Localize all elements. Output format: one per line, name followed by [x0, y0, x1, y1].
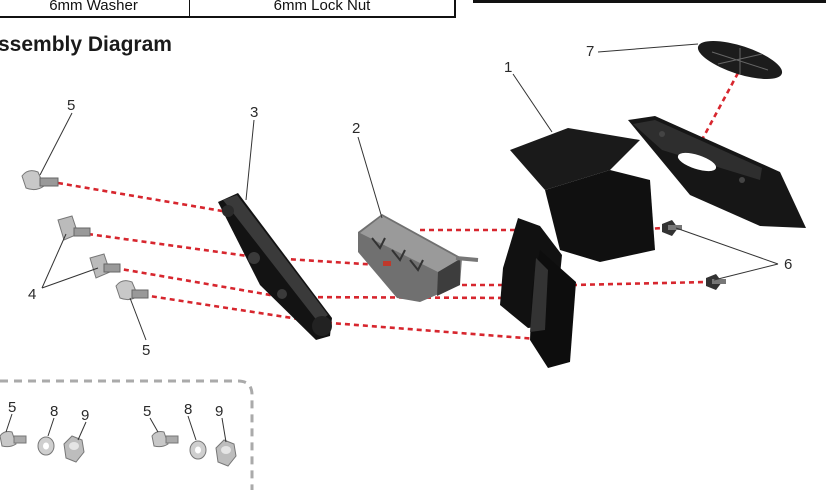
- assembly-line: [142, 293, 319, 324]
- callout-4: 4: [28, 286, 36, 303]
- assembly-line: [571, 280, 709, 287]
- screws-part-6: [662, 220, 726, 290]
- assembly-line: [114, 266, 283, 299]
- section-heading: ssembly Diagram: [0, 33, 172, 56]
- hardware-kit-box: 5 8 9 5 8 9: [0, 379, 254, 490]
- callout-7: 7: [586, 43, 594, 60]
- assembly-line: [281, 295, 516, 300]
- assembly-line: [317, 320, 551, 342]
- hardware-table: 6mm Washer 6mm Lock Nut: [0, 0, 456, 18]
- callout-6: 6: [784, 256, 792, 273]
- light-housing-part-2: [358, 214, 479, 302]
- callout-5: 5: [67, 97, 75, 114]
- callout-8: 8: [184, 401, 192, 418]
- callout-5: 5: [143, 403, 151, 420]
- assembly-line: [87, 232, 256, 259]
- mounting-plate-part-3: [218, 193, 332, 340]
- callout-2: 2: [352, 120, 360, 137]
- callout-9: 9: [81, 407, 89, 424]
- callout-5: 5: [142, 342, 150, 359]
- callouts: 5 3 2 1 7 6 4 5: [28, 43, 792, 359]
- callout-5: 5: [8, 399, 16, 416]
- callout-3: 3: [250, 104, 258, 121]
- assembly-line: [57, 181, 229, 214]
- disc-part-7: [697, 40, 783, 80]
- bracket-part-1: [500, 116, 806, 368]
- bolts-part-5-4: [21, 170, 149, 301]
- callout-8: 8: [50, 403, 58, 420]
- leader-lines: [39, 43, 779, 341]
- callout-1: 1: [504, 59, 512, 76]
- callout-9: 9: [215, 403, 223, 420]
- table-cell-lock-nut: 6mm Lock Nut: [273, 0, 371, 14]
- table-cell-washer: 6mm Washer: [0, 0, 190, 16]
- header-rule: [473, 0, 826, 3]
